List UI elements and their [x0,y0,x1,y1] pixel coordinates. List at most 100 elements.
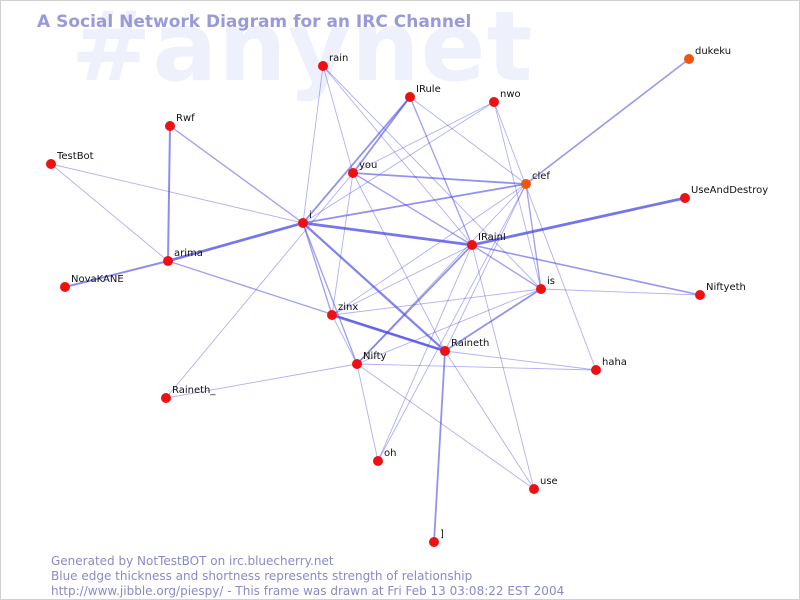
node-dot [298,218,308,228]
node-label: NovaKANE [71,274,124,285]
node-TestBot: TestBot [46,151,94,169]
node-dot [327,310,337,320]
node-dot [161,393,171,403]
edge-Raineth_-you [165,172,354,399]
edge-IRainI-is [471,244,542,290]
node-label: rain [329,53,348,64]
node-use: use [529,476,558,494]
diagram-title: A Social Network Diagram for an IRC Chan… [37,12,472,32]
node-dot [440,346,450,356]
node-dot [405,92,415,102]
edge-arima-NovaKANE [64,260,169,288]
node-dot [489,97,499,107]
node-rain: rain [318,53,348,71]
footer-generated-by: Generated by NotTestBOT on irc.bluecherr… [51,554,334,568]
edge-clef-Raineth [444,183,527,352]
edge-Raineth-is [444,288,542,352]
edge-Nifty-haha [356,363,597,371]
node-you: you [348,160,377,178]
edge-Nifty-oh [356,363,379,462]
node-dot [467,240,477,250]
edge-IRule-clef [409,96,527,185]
node-label: oh [384,448,396,459]
node-label: Raineth [451,338,489,349]
edge-i-clef [302,183,527,224]
edge-clef-oh [377,183,527,462]
node-clef: clef [521,171,550,189]
node-IRainI: IRainI [467,232,506,250]
footer-legend: Blue edge thickness and shortness repres… [51,569,473,583]
edge-rain-IRainI [322,65,473,246]
node-dot [521,179,531,189]
node-label: IRainI [478,232,506,243]
edge-IRainI-UseAndDestroy [470,196,687,247]
edge-clef-zinx [331,183,527,316]
node-label: TestBot [56,151,94,162]
edge-IRule-you [352,96,411,174]
node-dot [373,456,383,466]
node-dot [46,159,56,169]
node-label: haha [602,357,627,368]
node-arima: arima [163,248,203,266]
edge-Rwf-i [169,125,304,224]
edge-arima-Raineth [167,260,446,352]
node-label: Rwf [176,113,195,124]
edge-TestBot-arima [50,163,169,262]
node-dukeku: dukeku [684,46,731,64]
edge-IRainI-zinx [331,244,473,316]
edge-is-zinx [331,288,542,316]
edge-Raineth-haha [444,350,597,371]
edge-clef-is [525,183,542,290]
edge-nwo-you [352,101,495,174]
edge-Nifty-Raineth_ [165,363,358,399]
node-Raineth_: Raineth_ [161,385,216,403]
node-label: is [547,276,555,287]
node-dot [318,61,328,71]
edge-you-IRainI [352,172,473,246]
node-]: ] [429,529,444,547]
node-Nifty: Nifty [352,351,387,369]
edge-nwo-haha [493,101,597,371]
edge-TestBot-i [50,163,304,224]
edge-Nifty-use [356,363,535,490]
node-UseAndDestroy: UseAndDestroy [680,185,768,203]
node-dot [695,290,705,300]
edge-IRainI-Nifty [356,244,473,365]
node-label: arima [174,248,203,259]
edge-Rwf-arima [167,125,171,262]
footer: Generated by NotTestBOT on irc.bluecherr… [51,554,564,599]
node-Raineth: Raineth [440,338,489,356]
node-nwo: nwo [489,89,521,107]
edge-clef-Nifty [356,183,527,365]
edge-you-zinx [331,172,354,316]
node-NovaKANE: NovaKANE [60,274,124,292]
edge-rain-is [322,65,542,290]
node-label: you [359,160,377,171]
node-label: UseAndDestroy [691,185,768,196]
node-label: clef [532,171,550,182]
node-label: Niftyeth [706,282,746,293]
edge-i-IRule [302,96,411,224]
node-dot [591,365,601,375]
node-label: Nifty [363,351,387,362]
node-label: nwo [500,89,521,100]
node-dot [684,54,694,64]
edge-nwo-is [493,101,542,290]
node-dot [163,256,173,266]
edge-IRule-IRainI [409,96,473,246]
node-dot [165,121,175,131]
node-is: is [536,276,555,294]
edge-IRainI-Niftyeth [471,244,701,296]
edge-Raineth-] [433,350,446,543]
edge-i-Nifty [302,222,358,365]
edge-dukeku-clef [525,58,690,185]
footer-url-timestamp: http://www.jibble.org/piespy/ - This fra… [51,584,565,598]
edge-IRainI-use [471,244,535,490]
node-dot [680,193,690,203]
edge-you-Raineth [352,172,446,352]
node-label: zinx [338,302,358,313]
edge-is-Niftyeth [540,288,701,296]
